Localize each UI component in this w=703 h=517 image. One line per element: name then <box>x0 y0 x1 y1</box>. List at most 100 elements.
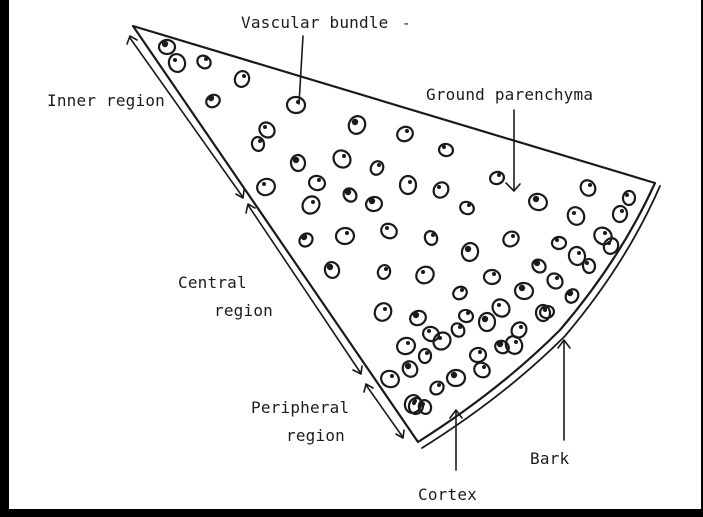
vascular-bundle-core <box>317 178 321 182</box>
vascular-bundle <box>484 270 501 285</box>
cortex-label: Cortex <box>418 485 477 504</box>
vascular-bundle <box>335 227 355 245</box>
vascular-bundle <box>446 369 465 386</box>
vascular-bundle <box>428 379 446 397</box>
vascular-bundle <box>195 53 213 71</box>
vascular-bundle <box>400 176 416 194</box>
vascular-bundle <box>451 284 469 301</box>
vascular-bundle <box>563 287 581 305</box>
vascular-bundle-core <box>588 183 592 187</box>
vascular-bundle <box>578 177 598 198</box>
vascular-bundle-core <box>204 57 208 61</box>
vascular-bundle-core <box>497 341 503 347</box>
vascular-bundle-core <box>437 185 441 189</box>
vascular-bundle-core <box>405 129 409 133</box>
vascular-bundle <box>565 204 588 227</box>
vascular-bundle <box>431 179 452 200</box>
vascular-bundle <box>438 143 454 157</box>
vascular-bundle <box>323 260 341 280</box>
central-region-label-line1: Central <box>178 273 247 292</box>
vascular-bundle <box>423 229 440 247</box>
vascular-bundle-core <box>413 312 419 318</box>
vascular-bundle <box>376 263 392 280</box>
vascular-bundle <box>341 186 359 204</box>
vascular-bundle-core <box>327 264 333 270</box>
vascular-bundle-core <box>482 316 488 322</box>
vascular-bundle <box>346 113 368 136</box>
vascular-bundle <box>299 193 323 217</box>
vascular-bundle-core <box>390 374 394 378</box>
vascular-bundle-core <box>458 325 462 329</box>
vascular-bundle <box>514 282 534 300</box>
vascular-bundle <box>469 347 487 363</box>
vascular-bundle-core <box>482 365 486 369</box>
vascular-bundle-core <box>497 173 501 177</box>
vascular-bundle <box>458 200 476 217</box>
vascular-bundle-core <box>533 196 539 202</box>
vascular-bundle <box>297 231 315 249</box>
vascular-bundle-core <box>514 340 518 344</box>
central-region-bracket <box>246 204 362 374</box>
vascular-bundle-core <box>345 231 349 235</box>
vascular-bundle-core <box>478 350 482 354</box>
vascular-bundle-core <box>425 351 429 355</box>
vascular-bundle <box>552 237 566 249</box>
vascular-bundle-core <box>511 234 515 238</box>
vascular-bundle <box>612 205 628 223</box>
vascular-bundle-core <box>258 139 262 143</box>
vascular-bundle-core <box>377 163 381 167</box>
vascular-bundle <box>395 124 416 144</box>
vascular-bundle-core <box>555 276 559 280</box>
vascular-bundle-core <box>369 198 375 204</box>
vascular-bundle <box>493 338 511 355</box>
vascular-bundle-core <box>405 363 411 369</box>
vascular-bundle-core <box>519 325 523 329</box>
vascular-bundle-core <box>385 226 389 230</box>
vascular-bundle-core <box>431 233 435 237</box>
vascular-bundle-core <box>384 267 388 271</box>
vascular-bundle <box>290 154 306 171</box>
vascular-bundle-core <box>620 209 624 213</box>
vascular-bundle-core <box>555 238 559 242</box>
vascular-bundle <box>330 147 354 171</box>
vascular-bundle <box>408 308 428 327</box>
vascular-bundle <box>251 136 265 152</box>
vascular-bundle <box>479 313 496 332</box>
vascular-bundle-core <box>293 157 299 163</box>
vascular-bundle-core <box>492 272 496 276</box>
central-region-label-line2: region <box>214 301 273 320</box>
vascular-bundle <box>368 159 385 177</box>
vascular-bundle-core <box>263 125 267 129</box>
vascular-bundle <box>379 221 400 241</box>
ground-parenchyma-label: Ground parenchyma <box>426 85 593 104</box>
vascular-bundle-core <box>534 260 540 266</box>
vascular-bundle-core <box>577 251 581 255</box>
vascular-bundle-core <box>585 261 589 265</box>
vascular-bundle-core <box>345 189 351 195</box>
vascular-bundle-core <box>625 193 629 197</box>
vascular-bundle <box>582 258 596 274</box>
vascular-bundle <box>530 257 548 275</box>
vascular-bundle-core <box>301 234 307 240</box>
vascular-bundle-core <box>438 336 442 340</box>
vascular-bundle <box>623 191 636 206</box>
vascular-bundle <box>413 263 437 286</box>
vascular-bundle <box>365 195 384 212</box>
vascular-bundle <box>591 224 615 247</box>
vascular-bundle <box>449 321 467 339</box>
vascular-bundle-core <box>465 246 471 252</box>
vascular-bundle-core <box>567 290 573 296</box>
vascular-bundle <box>233 69 252 89</box>
vascular-bundle <box>167 52 187 74</box>
ground-parenchyma-pointer <box>506 110 520 191</box>
vascular-bundle-core <box>173 58 177 62</box>
inner-region-label: Inner region <box>47 91 165 110</box>
vascular-bundle-core <box>342 154 346 158</box>
bark-pointer <box>558 340 570 440</box>
vascular-bundle-core <box>242 74 246 78</box>
vascular-bundle-core <box>406 341 410 345</box>
vascular-bundle-core <box>442 145 446 149</box>
vascular-bundle-core <box>437 383 441 387</box>
